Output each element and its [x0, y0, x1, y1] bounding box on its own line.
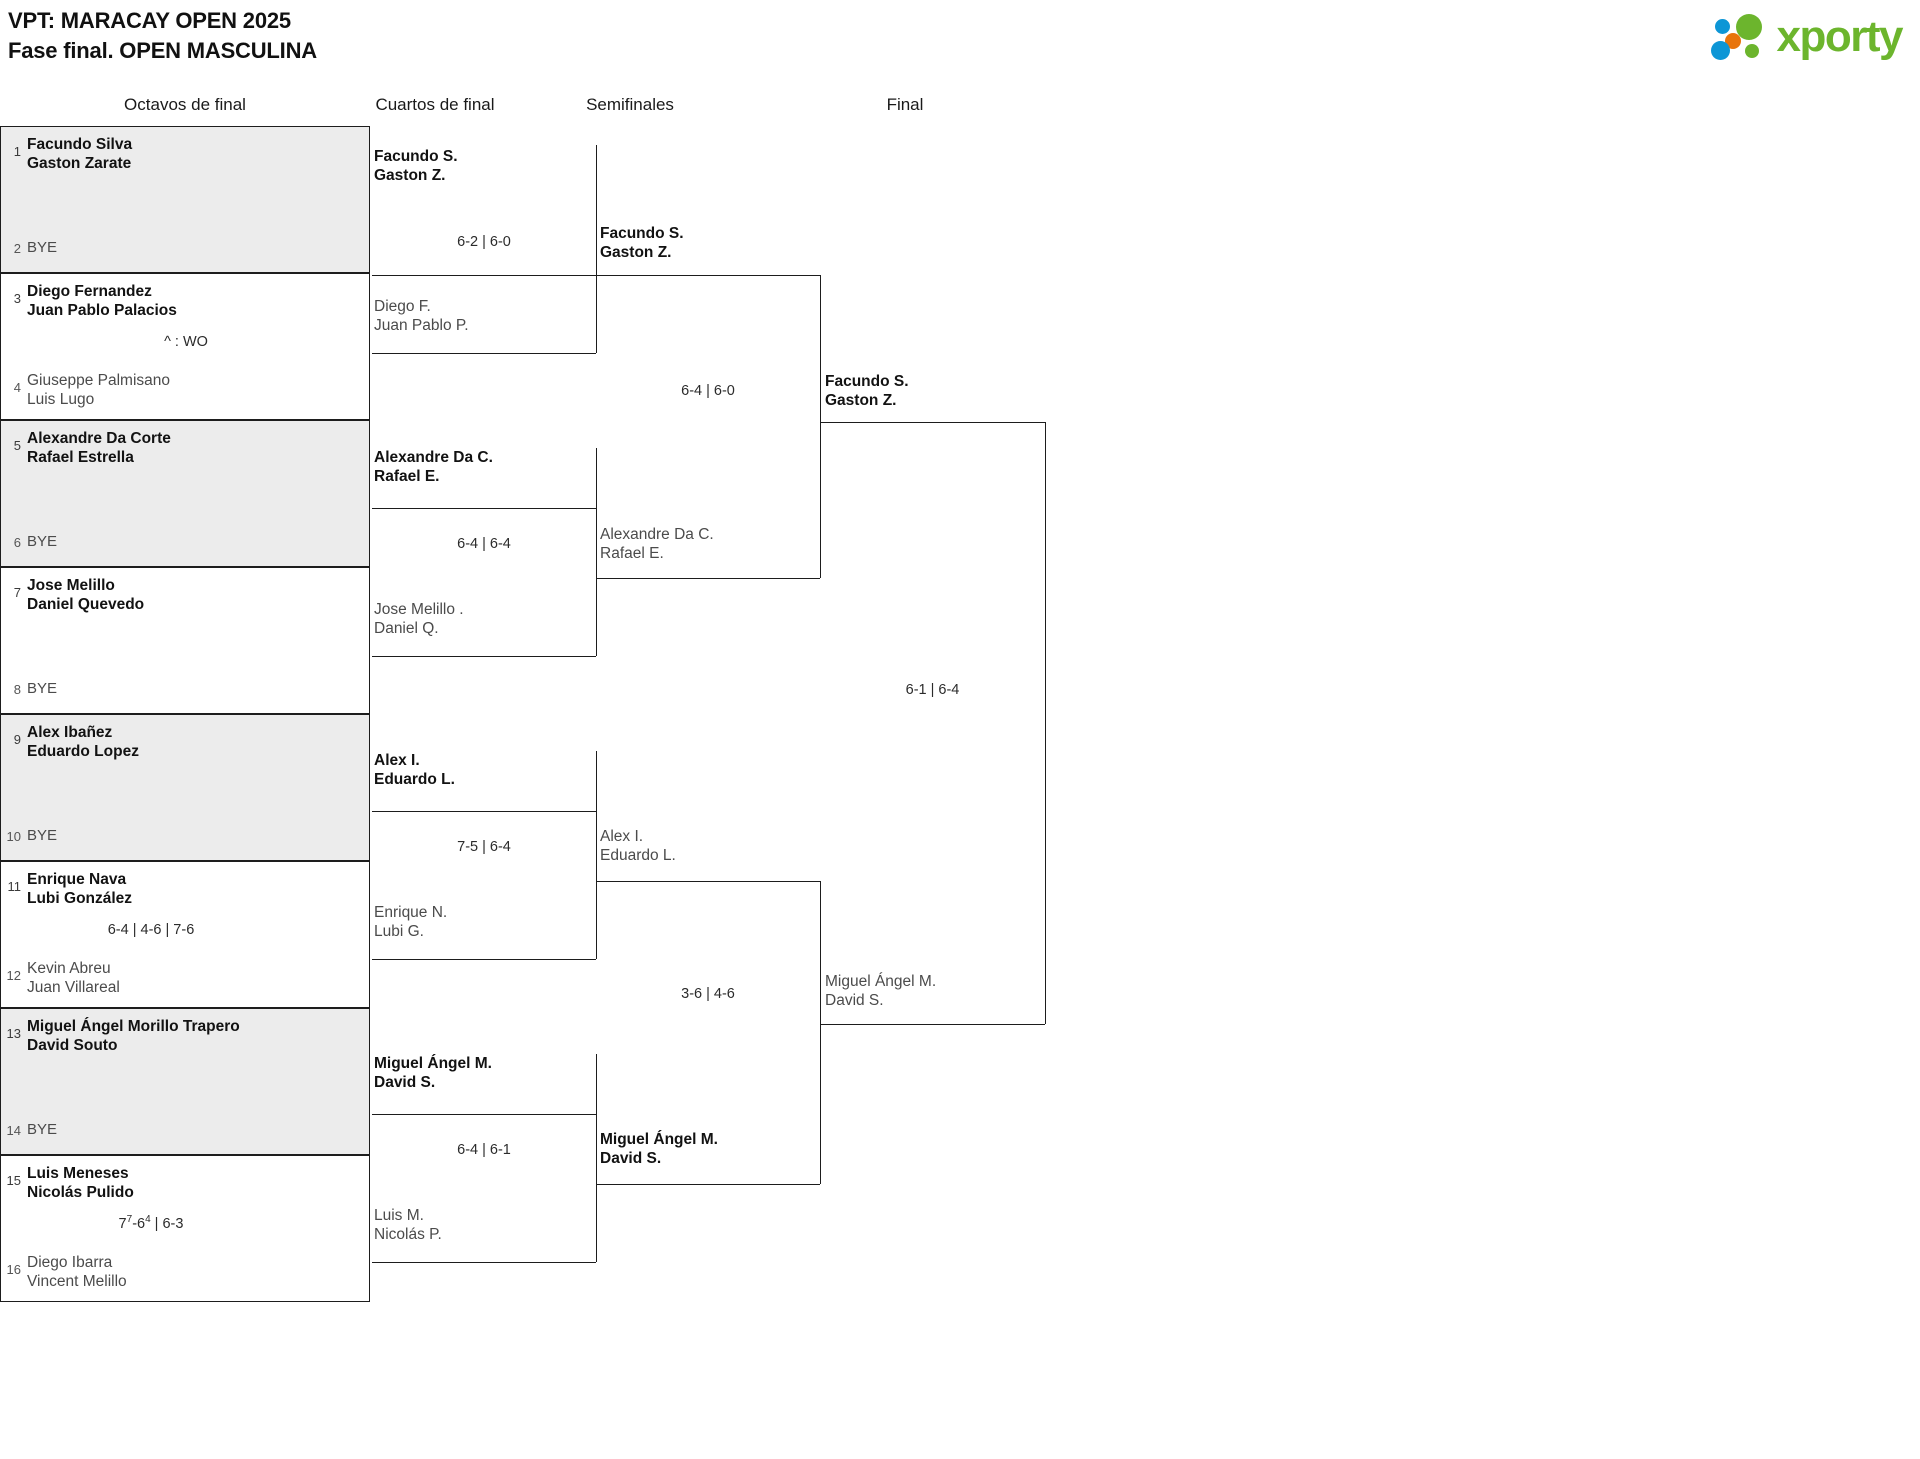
r1-match-1[interactable]: 1 Facundo Silva Gaston Zarate 2 BYE — [0, 126, 370, 273]
r2-connector-2-bottom — [372, 656, 596, 657]
r3-connector-1 — [820, 275, 821, 578]
r4-connector — [1045, 422, 1046, 1024]
r1-score: ^ : WO — [164, 334, 208, 350]
r2-connector-4-bottom — [372, 1262, 596, 1263]
dot-blue-small-icon — [1714, 19, 1730, 34]
round-header-cuartos: Cuartos de final — [375, 95, 495, 114]
r1-player-bottom: Kevin Abreu Juan Villareal — [27, 960, 120, 996]
seed-number: 12 — [6, 968, 21, 983]
r2-player-1-bottom: Diego F. Juan Pablo P. — [374, 298, 469, 334]
r2-score-4: 6-4 | 6-1 — [457, 1142, 511, 1158]
r2-connector-3 — [596, 751, 597, 959]
r1-player-bottom-bye: BYE — [27, 827, 58, 844]
r3-player-2-top: Alex I. Eduardo L. — [600, 828, 676, 864]
r1-match-4[interactable]: 7 Jose Melillo Daniel Quevedo 8 BYE — [0, 567, 370, 714]
r2-player-1-top: Facundo S. Gaston Z. — [374, 148, 458, 184]
seed-number: 4 — [13, 380, 21, 395]
r2-connector-1-bottom — [372, 353, 596, 354]
seed-number: 7 — [13, 585, 21, 600]
r3-connector-1-bottom — [596, 578, 820, 579]
seed-number: 15 — [6, 1173, 21, 1188]
r4-score: 6-1 | 6-4 — [905, 682, 960, 698]
r2-connector-2-top — [372, 508, 596, 509]
r2-score-1: 6-2 | 6-0 — [457, 234, 511, 250]
page-title: VPT: MARACAY OPEN 2025 Fase final. OPEN … — [8, 6, 317, 66]
r2-player-3-top: Alex I. Eduardo L. — [374, 752, 455, 788]
r1-player-top: Facundo Silva Gaston Zarate — [27, 136, 133, 172]
r4-connector-bottom — [820, 1024, 1045, 1025]
r3-connector-1-top — [596, 275, 820, 276]
r1-player-top: Alex Ibañez Eduardo Lopez — [27, 724, 139, 760]
r1-player-top: Diego Fernandez Juan Pablo Palacios — [27, 283, 177, 319]
round-header-final: Final — [886, 95, 924, 114]
seed-number: 13 — [6, 1026, 21, 1041]
seed-number: 16 — [6, 1262, 21, 1277]
r2-connector-2 — [596, 448, 597, 656]
r2-connector-3-top — [372, 811, 596, 812]
r4-player-bottom: Miguel Ángel M. David S. — [825, 973, 937, 1009]
r1-match-8[interactable]: 15 Luis Meneses Nicolás Pulido 77-64 | 6… — [0, 1155, 370, 1302]
seed-number: 11 — [7, 879, 22, 894]
r3-player-1-top: Facundo S. Gaston Z. — [600, 225, 684, 261]
r2-connector-3-bottom — [372, 959, 596, 960]
round-header-octavos: Octavos de final — [124, 95, 246, 114]
seed-number: 9 — [13, 732, 21, 747]
r1-player-top: Luis Meneses Nicolás Pulido — [27, 1165, 134, 1201]
r2-connector-1 — [596, 145, 597, 353]
r1-match-5[interactable]: 9 Alex Ibañez Eduardo Lopez 10 BYE — [0, 714, 370, 861]
r2-player-2-bottom: Jose Melillo . Daniel Q. — [374, 601, 464, 637]
r3-score-2: 3-6 | 4-6 — [681, 986, 735, 1002]
seed-number: 2 — [13, 241, 21, 256]
r4-player-top: Facundo S. Gaston Z. — [825, 373, 909, 409]
seed-number: 5 — [13, 438, 21, 453]
r1-player-top: Alexandre Da Corte Rafael Estrella — [27, 430, 171, 466]
dot-green-large-icon — [1735, 14, 1762, 40]
r1-player-bottom-bye: BYE — [27, 533, 58, 550]
r1-match-3[interactable]: 5 Alexandre Da Corte Rafael Estrella 6 B… — [0, 420, 370, 567]
r1-player-top: Miguel Ángel Morillo Trapero David Souto — [27, 1018, 240, 1054]
r2-connector-4-top — [372, 1114, 596, 1115]
dot-blue-large-icon — [1710, 41, 1730, 60]
r2-player-4-top: Miguel Ángel M. David S. — [374, 1055, 492, 1091]
logo-wordmark: xporty — [1776, 12, 1904, 61]
seed-number: 1 — [13, 144, 21, 159]
r3-player-1-bottom: Alexandre Da C. Rafael E. — [600, 526, 714, 562]
seed-number: 8 — [13, 682, 21, 697]
r2-player-2-top: Alexandre Da C. Rafael E. — [374, 449, 493, 485]
r2-connector-1-top — [372, 275, 596, 276]
r2-score-3: 7-5 | 6-4 — [457, 839, 511, 855]
r2-connector-4 — [596, 1054, 597, 1262]
r1-match-7[interactable]: 13 Miguel Ángel Morillo Trapero David So… — [0, 1008, 370, 1155]
r3-connector-2-bottom — [596, 1184, 820, 1185]
r1-match-2[interactable]: 3 Diego Fernandez Juan Pablo Palacios ^ … — [0, 273, 370, 420]
dot-green-small-icon — [1744, 44, 1759, 58]
r1-player-bottom-bye: BYE — [27, 680, 58, 697]
r2-player-4-bottom: Luis M. Nicolás P. — [374, 1207, 442, 1243]
tournament-subtitle: Fase final. OPEN MASCULINA — [8, 38, 317, 63]
xporty-logo[interactable]: xporty — [1705, 8, 1904, 66]
r1-score: 6-4 | 4-6 | 7-6 — [107, 922, 195, 938]
r2-score-2: 6-4 | 6-4 — [457, 536, 511, 552]
r1-player-bottom: Diego Ibarra Vincent Melillo — [27, 1254, 127, 1290]
r3-player-2-bottom: Miguel Ángel M. David S. — [600, 1131, 718, 1167]
r1-player-top: Enrique Nava Lubi González — [27, 871, 133, 907]
r1-match-6[interactable]: 11 Enrique Nava Lubi González 6-4 | 4-6 … — [0, 861, 370, 1008]
tournament-title: VPT: MARACAY OPEN 2025 — [8, 8, 291, 33]
r3-connector-2 — [820, 881, 821, 1184]
r1-player-bottom: Giuseppe Palmisano Luis Lugo — [27, 372, 171, 408]
round-header-semifinales: Semifinales — [586, 95, 674, 114]
r4-connector-top — [820, 422, 1045, 423]
r3-connector-2-top — [596, 881, 820, 882]
seed-number: 14 — [6, 1123, 21, 1138]
r1-score: 77-64 | 6-3 — [118, 1214, 184, 1232]
logo-dots-icon — [1705, 11, 1773, 63]
seed-number: 3 — [13, 291, 21, 306]
r2-player-3-bottom: Enrique N. Lubi G. — [374, 904, 448, 940]
r1-player-top: Jose Melillo Daniel Quevedo — [27, 577, 145, 613]
seed-number: 10 — [6, 829, 21, 844]
r1-player-bottom-bye: BYE — [27, 1121, 58, 1138]
seed-number: 6 — [13, 535, 21, 550]
r1-player-bottom-bye: BYE — [27, 239, 58, 256]
r3-score-1: 6-4 | 6-0 — [681, 383, 735, 399]
